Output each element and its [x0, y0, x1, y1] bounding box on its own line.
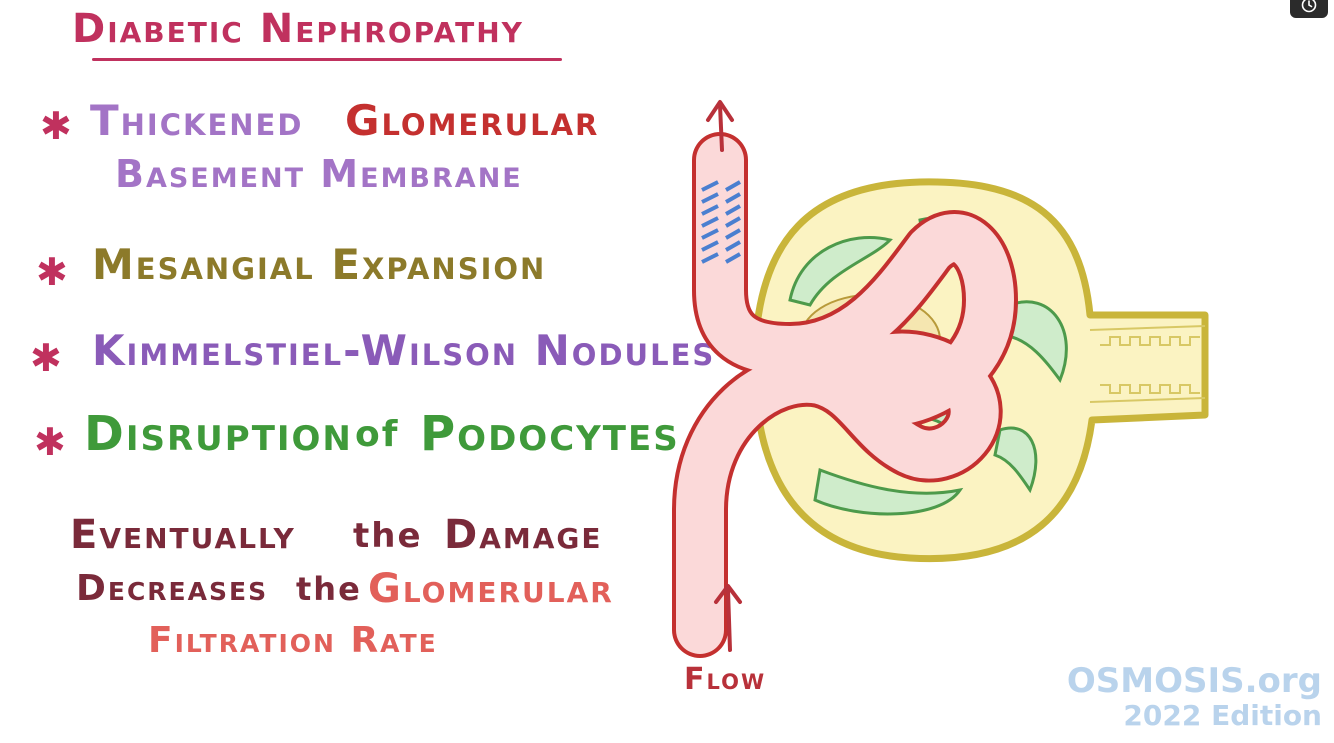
bullet-2-mesangial-expansion: Mesangial Expansion: [92, 240, 547, 289]
arrow-up-icon: [706, 100, 734, 152]
conclusion-decreases: Decreases: [76, 568, 269, 609]
watermark-edition: 2022 Edition: [1123, 699, 1322, 732]
clock-icon: [1301, 0, 1317, 13]
bullet-star-4: ✱: [34, 420, 66, 464]
capillary-loop: [672, 132, 1018, 658]
glomerulus-diagram: [672, 100, 1209, 658]
proximal-tubule: [1089, 325, 1206, 403]
bullet-4-podocytes: Podocytes: [420, 406, 680, 462]
bullet-1-thickened: Thickened: [90, 96, 304, 145]
bullet-1-glomerular: Glomerular: [345, 96, 600, 145]
conclusion-the-1: the: [353, 516, 423, 556]
bullet-4-of: of: [355, 414, 400, 455]
clock-button[interactable]: [1290, 0, 1328, 18]
bullet-star-1: ✱: [40, 104, 72, 148]
bullet-3-kw-nodules: Kimmelstiel-Wilson Nodules: [92, 326, 716, 375]
flow-label: Flow: [684, 662, 767, 697]
title-underline: [92, 58, 562, 61]
conclusion-glomerular: Glomerular: [368, 566, 614, 612]
page-title: Diabetic Nephropathy: [72, 6, 524, 52]
osmosis-watermark: OSMOSIS.org 2022 Edition: [1067, 662, 1322, 732]
arrow-up-icon: [714, 584, 742, 652]
conclusion-eventually: Eventually: [70, 512, 296, 558]
efferent-stripes: [701, 180, 741, 264]
conclusion-the-2: the: [296, 570, 362, 608]
conclusion-filtration-rate: Filtration Rate: [148, 620, 438, 661]
bullet-4-disruption: Disruption: [84, 406, 353, 462]
bullet-1-basement-membrane: Basement Membrane: [115, 152, 523, 196]
bullet-star-3: ✱: [30, 336, 62, 380]
conclusion-damage: Damage: [444, 512, 603, 558]
bullet-star-2: ✱: [36, 250, 68, 294]
watermark-brand: OSMOSIS.org: [1066, 661, 1322, 701]
